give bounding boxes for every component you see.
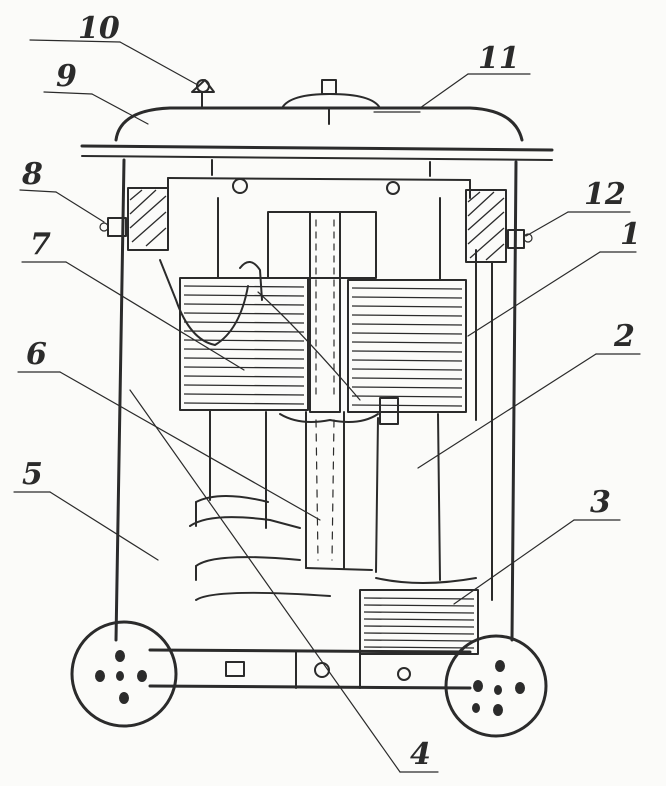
heater-rings	[189, 495, 331, 601]
lower-tank	[359, 577, 479, 655]
label-4: 4	[410, 737, 431, 772]
winding-line	[351, 323, 463, 326]
support-rods	[209, 197, 493, 601]
winding-line	[183, 357, 305, 360]
winding-line	[183, 330, 305, 333]
winding-line	[363, 597, 475, 600]
winding-line	[183, 312, 305, 315]
winding-line	[363, 632, 475, 635]
label-8: 8	[21, 157, 43, 192]
winding-line	[351, 332, 463, 335]
winding-line	[363, 639, 475, 642]
winding-line	[351, 377, 463, 380]
winding-line	[183, 384, 305, 387]
label-11: 11	[478, 41, 520, 76]
leader-lines	[13, 39, 641, 773]
label-3: 3	[590, 485, 611, 520]
winding-line	[363, 625, 475, 628]
left-winding-block	[179, 277, 309, 411]
label-7: 7	[30, 227, 51, 262]
winding-line	[351, 305, 463, 308]
winding-line	[183, 285, 305, 288]
winding-line	[351, 287, 463, 290]
label-6: 6	[26, 337, 47, 372]
winding-line	[351, 314, 463, 317]
lid	[80, 79, 554, 161]
winding-line	[351, 296, 463, 299]
label-12: 12	[584, 177, 626, 212]
winding-line	[183, 348, 305, 351]
label-9: 9	[56, 59, 77, 94]
winding-line	[363, 618, 475, 621]
winding-line	[363, 611, 475, 614]
left-lead-wire	[159, 259, 249, 346]
base-chassis	[148, 648, 472, 690]
central-shaft	[267, 211, 377, 571]
diagonal-lead	[257, 291, 361, 401]
winding-line	[363, 646, 475, 649]
winding-line	[183, 294, 305, 297]
label-10: 10	[78, 11, 120, 46]
winding-line	[351, 386, 463, 389]
right-wheel	[444, 634, 548, 738]
label-2: 2	[613, 319, 635, 354]
winding-line	[351, 359, 463, 362]
winding-line	[351, 404, 463, 407]
wire-loop	[239, 261, 263, 301]
winding-line	[351, 368, 463, 371]
winding-line	[351, 350, 463, 353]
winding-line	[351, 341, 463, 344]
winding-line	[183, 375, 305, 378]
right-coil	[465, 189, 533, 263]
winding-line	[351, 395, 463, 398]
label-5: 5	[22, 457, 43, 492]
winding-line	[183, 321, 305, 324]
label-1: 1	[620, 217, 641, 252]
winding-line	[363, 604, 475, 607]
winding-line	[183, 402, 305, 405]
winding-line	[183, 393, 305, 396]
winding-line	[183, 366, 305, 369]
clamp	[379, 397, 399, 425]
right-winding-block	[347, 279, 467, 413]
left-wheel	[70, 620, 178, 728]
left-coil	[99, 187, 169, 251]
frame	[114, 158, 518, 642]
